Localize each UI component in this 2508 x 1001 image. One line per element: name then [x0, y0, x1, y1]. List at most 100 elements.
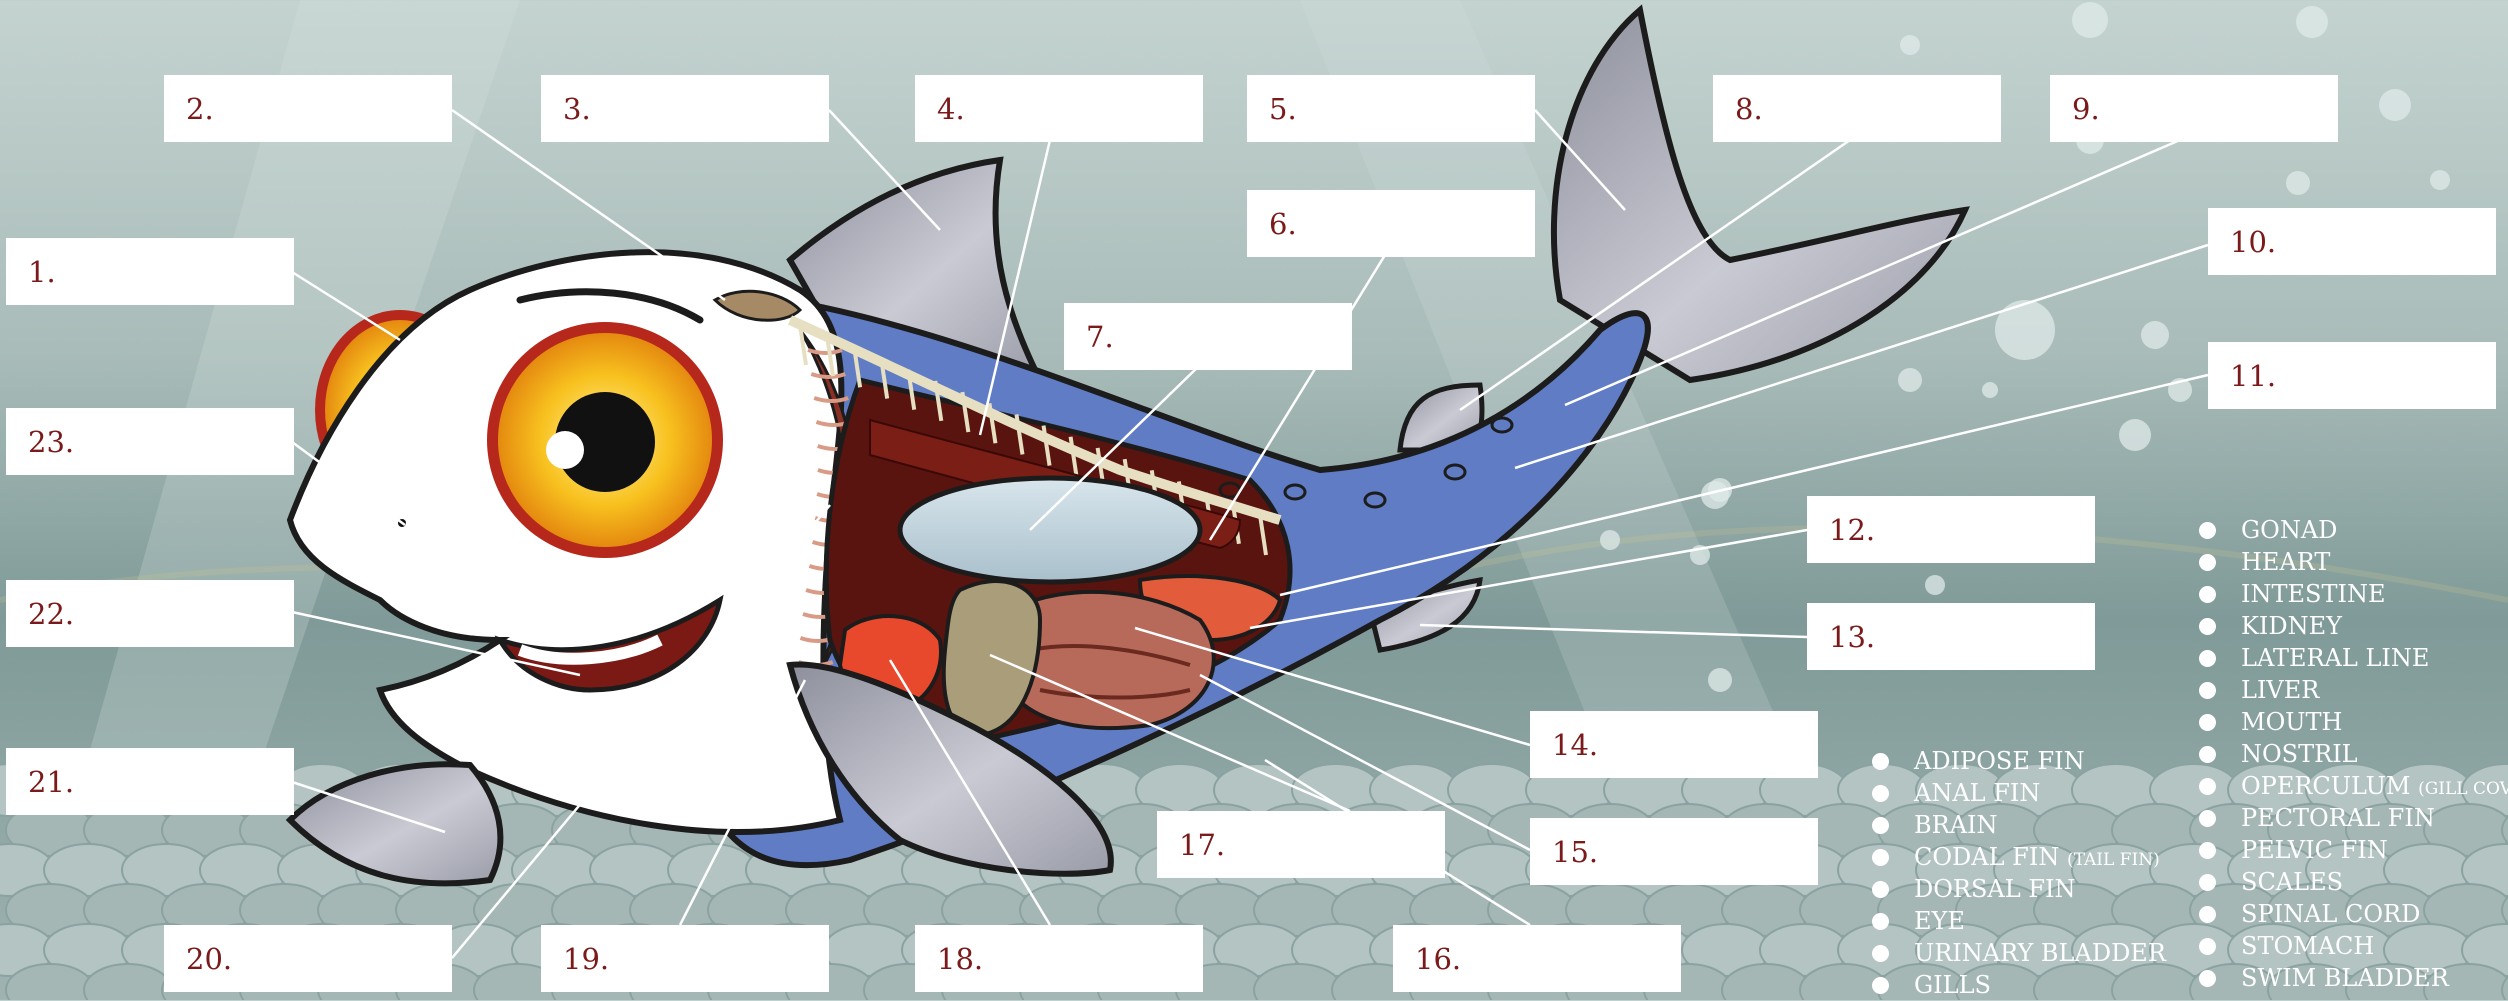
- word-bank-item: GILLS: [1866, 969, 2166, 1001]
- bullet-icon: [2199, 650, 2216, 667]
- word-bank-item: BRAIN: [1866, 809, 2166, 841]
- word-bank-left: ADIPOSE FIN ANAL FIN BRAIN CODAL FIN (TA…: [1866, 745, 2166, 1001]
- bullet-icon: [2199, 778, 2216, 795]
- label-box-1[interactable]: 1.: [6, 238, 294, 305]
- label-number: 8.: [1735, 92, 1763, 126]
- word-bank-item: SWIM BLADDER: [2193, 962, 2508, 994]
- bullet-icon: [2199, 842, 2216, 859]
- bubble: [2296, 6, 2328, 38]
- label-box-14[interactable]: 14.: [1530, 711, 1818, 778]
- bullet-icon: [2199, 938, 2216, 955]
- word-bank-item: ADIPOSE FIN: [1866, 745, 2166, 777]
- bullet-icon: [1872, 785, 1889, 802]
- word-bank-item: PECTORAL FIN: [2193, 802, 2508, 834]
- label-number: 5.: [1269, 92, 1297, 126]
- label-number: 11.: [2230, 359, 2276, 393]
- bullet-icon: [2199, 970, 2216, 987]
- bubble: [1995, 300, 2055, 360]
- bubble: [2286, 171, 2310, 195]
- word-bank-item: SPINAL CORD: [2193, 898, 2508, 930]
- bullet-icon: [1872, 945, 1889, 962]
- label-number: 21.: [28, 765, 74, 799]
- bubble: [1982, 382, 1998, 398]
- label-box-19[interactable]: 19.: [541, 925, 829, 992]
- word-bank-item: LATERAL LINE: [2193, 642, 2508, 674]
- bubble: [1600, 530, 1620, 550]
- word-bank-item: HEART: [2193, 546, 2508, 578]
- word-bank-item: PELVIC FIN: [2193, 834, 2508, 866]
- bullet-icon: [2199, 746, 2216, 763]
- label-box-5[interactable]: 5.: [1247, 75, 1535, 142]
- label-box-2[interactable]: 2.: [164, 75, 452, 142]
- label-box-3[interactable]: 3.: [541, 75, 829, 142]
- bullet-icon: [2199, 554, 2216, 571]
- label-box-11[interactable]: 11.: [2208, 342, 2496, 409]
- word-bank-item: DORSAL FIN: [1866, 873, 2166, 905]
- label-number: 13.: [1829, 620, 1875, 654]
- word-bank-item: KIDNEY: [2193, 610, 2508, 642]
- bullet-icon: [1872, 849, 1889, 866]
- front-eye: [487, 322, 723, 558]
- word-bank-item: INTESTINE: [2193, 578, 2508, 610]
- bubble: [1900, 35, 1920, 55]
- label-number: 14.: [1552, 728, 1598, 762]
- bullet-icon: [2199, 522, 2216, 539]
- word-bank-item: CODAL FIN (TAIL FIN): [1866, 841, 2166, 873]
- label-box-22[interactable]: 22.: [6, 580, 294, 647]
- label-box-7[interactable]: 7.: [1064, 303, 1352, 370]
- label-box-17[interactable]: 17.: [1157, 811, 1445, 878]
- bubble: [2072, 2, 2108, 38]
- swim-bladder: [900, 478, 1200, 582]
- bullet-icon: [1872, 817, 1889, 834]
- bubble: [2430, 170, 2450, 190]
- label-number: 20.: [186, 942, 232, 976]
- label-number: 23.: [28, 425, 74, 459]
- label-box-21[interactable]: 21.: [6, 748, 294, 815]
- label-number: 18.: [937, 942, 983, 976]
- label-number: 1.: [28, 255, 56, 289]
- label-box-23[interactable]: 23.: [6, 408, 294, 475]
- bullet-icon: [2199, 682, 2216, 699]
- bubble: [2119, 419, 2151, 451]
- label-number: 2.: [186, 92, 214, 126]
- label-box-18[interactable]: 18.: [915, 925, 1203, 992]
- label-box-12[interactable]: 12.: [1807, 496, 2095, 563]
- bullet-icon: [1872, 881, 1889, 898]
- label-number: 6.: [1269, 207, 1297, 241]
- bubble: [2141, 321, 2169, 349]
- label-box-9[interactable]: 9.: [2050, 75, 2338, 142]
- bullet-icon: [2199, 906, 2216, 923]
- bullet-icon: [1872, 753, 1889, 770]
- bullet-icon: [2199, 586, 2216, 603]
- bullet-icon: [2199, 714, 2216, 731]
- label-number: 12.: [1829, 513, 1875, 547]
- label-number: 16.: [1415, 942, 1461, 976]
- label-number: 19.: [563, 942, 609, 976]
- label-number: 22.: [28, 597, 74, 631]
- bullet-icon: [1872, 913, 1889, 930]
- word-bank-item: ANAL FIN: [1866, 777, 2166, 809]
- label-box-10[interactable]: 10.: [2208, 208, 2496, 275]
- label-box-20[interactable]: 20.: [164, 925, 452, 992]
- word-bank-item: GONAD: [2193, 514, 2508, 546]
- label-box-13[interactable]: 13.: [1807, 603, 2095, 670]
- label-box-15[interactable]: 15.: [1530, 818, 1818, 885]
- bullet-icon: [2199, 810, 2216, 827]
- word-bank-item: SCALES: [2193, 866, 2508, 898]
- bubble: [1925, 575, 1945, 595]
- label-box-6[interactable]: 6.: [1247, 190, 1535, 257]
- bullet-icon: [2199, 874, 2216, 891]
- label-box-16[interactable]: 16.: [1393, 925, 1681, 992]
- label-box-4[interactable]: 4.: [915, 75, 1203, 142]
- bullet-icon: [1872, 977, 1889, 994]
- label-number: 15.: [1552, 835, 1598, 869]
- bullet-icon: [2199, 618, 2216, 635]
- word-bank-right: GONAD HEART INTESTINE KIDNEY LATERAL LIN…: [2193, 514, 2508, 994]
- bubble: [1708, 668, 1732, 692]
- word-bank-item: OPERCULUM (GILL COVER): [2193, 770, 2508, 802]
- label-box-8[interactable]: 8.: [1713, 75, 2001, 142]
- word-bank-item: LIVER: [2193, 674, 2508, 706]
- word-bank-item: MOUTH: [2193, 706, 2508, 738]
- label-number: 3.: [563, 92, 591, 126]
- word-bank-item: STOMACH: [2193, 930, 2508, 962]
